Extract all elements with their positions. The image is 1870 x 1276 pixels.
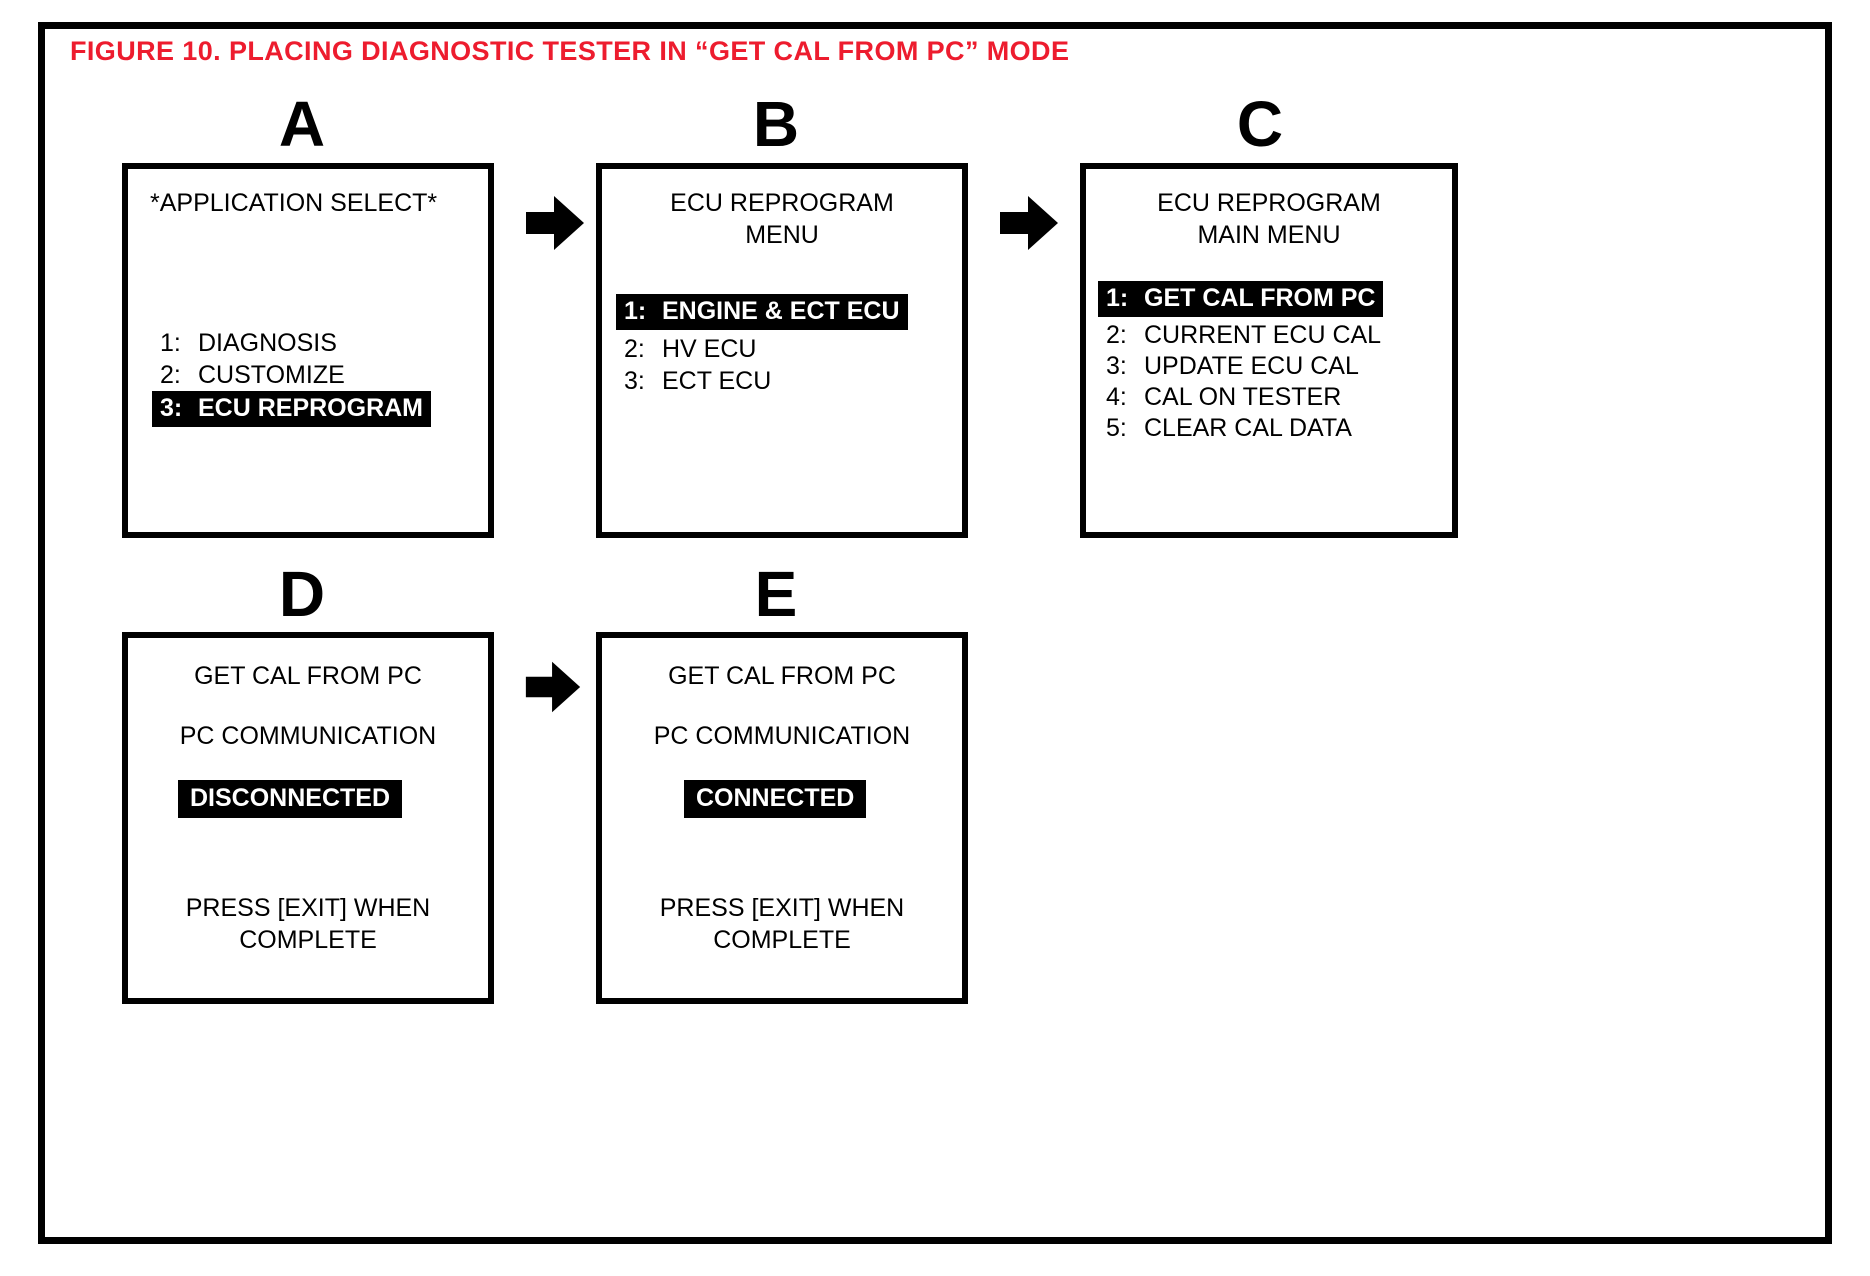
panel-b-menu-item-1[interactable]: 1: ENGINE & ECT ECU [616, 294, 908, 330]
panel-c-menu-item-2[interactable]: 2: CURRENT ECU CAL [1106, 321, 1381, 350]
panel-a-menu-num-3: 3: [160, 394, 183, 422]
panel-d-footer-line-2: COMPLETE [239, 926, 377, 954]
panel-c-menu-label-2: CURRENT ECU CAL [1144, 321, 1382, 349]
panel-a-header-line-1: *APPLICATION SELECT* [150, 189, 438, 217]
panel-letter-e: E [754, 558, 798, 630]
panel-b-menu-label-3: ECT ECU [662, 367, 772, 395]
panel-e-footer: PRESS [EXIT] WHEN COMPLETE [602, 892, 962, 956]
panel-c-menu-item-1[interactable]: 1: GET CAL FROM PC [1098, 281, 1384, 317]
panel-c-menu-item-5[interactable]: 5: CLEAR CAL DATA [1106, 414, 1352, 443]
panel-d-title-line: GET CAL FROM PC [194, 662, 422, 690]
panel-letter-d: D [278, 558, 326, 630]
panel-letter-b: B [752, 88, 800, 160]
panel-e-footer-line-1: PRESS [EXIT] WHEN [659, 894, 905, 922]
panel-b-menu-num-1: 1: [624, 297, 647, 325]
arrow-a-to-b-icon [524, 192, 586, 254]
panel-d-footer: PRESS [EXIT] WHEN COMPLETE [128, 892, 488, 956]
panel-b-header-line-1: ECU REPROGRAM [670, 189, 894, 217]
panel-b-menu-label-1: ENGINE & ECT ECU [662, 297, 900, 325]
panel-a-menu-num-1: 1: [160, 329, 181, 357]
panel-c-menu-num-2: 2: [1106, 321, 1127, 349]
panel-c-menu-item-4[interactable]: 4: CAL ON TESTER [1106, 383, 1341, 412]
panel-c-menu-label-4: CAL ON TESTER [1144, 383, 1342, 411]
panel-c-menu-label-3: UPDATE ECU CAL [1144, 352, 1359, 380]
panel-d-status-badge: DISCONNECTED [178, 780, 403, 818]
panel-b-menu-label-2: HV ECU [662, 335, 757, 363]
panel-d-subject-line: PC COMMUNICATION [179, 722, 437, 750]
panel-a-menu-label-1: DIAGNOSIS [198, 329, 337, 357]
arrow-b-to-c-icon [998, 192, 1060, 254]
screen-panel-d[interactable]: GET CAL FROM PC PC COMMUNICATION DISCONN… [122, 632, 494, 1004]
screen-panel-e[interactable]: GET CAL FROM PC PC COMMUNICATION CONNECT… [596, 632, 968, 1004]
panel-c-menu-num-3: 3: [1106, 352, 1127, 380]
panel-a-menu-item-1[interactable]: 1: DIAGNOSIS [160, 329, 337, 358]
panel-e-footer-line-2: COMPLETE [713, 926, 851, 954]
panel-c-header-line-1: ECU REPROGRAM [1157, 189, 1381, 217]
panel-letter-a: A [278, 88, 326, 160]
panel-d-footer-line-1: PRESS [EXIT] WHEN [185, 894, 431, 922]
panel-b-menu-num-3: 3: [624, 367, 645, 395]
arrow-d-to-e-icon [524, 658, 582, 716]
figure-title: FIGURE 10. PLACING DIAGNOSTIC TESTER IN … [70, 36, 1070, 66]
screen-panel-b[interactable]: ECU REPROGRAM MENU 1: ENGINE & ECT ECU 2:… [596, 163, 968, 538]
panel-a-menu-num-2: 2: [160, 361, 181, 389]
panel-e-status-badge: CONNECTED [684, 780, 867, 818]
screen-panel-a[interactable]: *APPLICATION SELECT* 1: DIAGNOSIS 2: CUSTO… [122, 163, 494, 538]
panel-b-menu-item-2[interactable]: 2: HV ECU [624, 335, 756, 364]
panel-c-menu-num-4: 4: [1106, 383, 1127, 411]
panel-e-subject-line: PC COMMUNICATION [653, 722, 911, 750]
panel-c-menu-label-5: CLEAR CAL DATA [1144, 414, 1352, 442]
panel-e-title-line: GET CAL FROM PC [668, 662, 896, 690]
panel-c-header-line-2: MAIN MENU [1197, 221, 1341, 249]
panel-letter-c: C [1236, 88, 1284, 160]
panel-b-menu-item-3[interactable]: 3: ECT ECU [624, 367, 771, 396]
panel-a-menu-label-2: CUSTOMIZE [198, 361, 345, 389]
screen-panel-c[interactable]: ECU REPROGRAM MAIN MENU 1: GET CAL FROM P… [1080, 163, 1458, 538]
panel-c-menu-num-5: 5: [1106, 414, 1127, 442]
panel-c-menu-num-1: 1: [1106, 284, 1129, 312]
panel-a-menu-label-3: ECU REPROGRAM [198, 394, 424, 422]
panel-a-menu-item-3[interactable]: 3: ECU REPROGRAM [152, 391, 432, 427]
panel-b-menu-num-2: 2: [624, 335, 645, 363]
panel-a-menu-item-2[interactable]: 2: CUSTOMIZE [160, 361, 345, 390]
panel-c-menu-item-3[interactable]: 3: UPDATE ECU CAL [1106, 352, 1359, 381]
panel-c-menu-label-1: GET CAL FROM PC [1144, 284, 1376, 312]
panel-b-header-line-2: MENU [745, 221, 819, 249]
